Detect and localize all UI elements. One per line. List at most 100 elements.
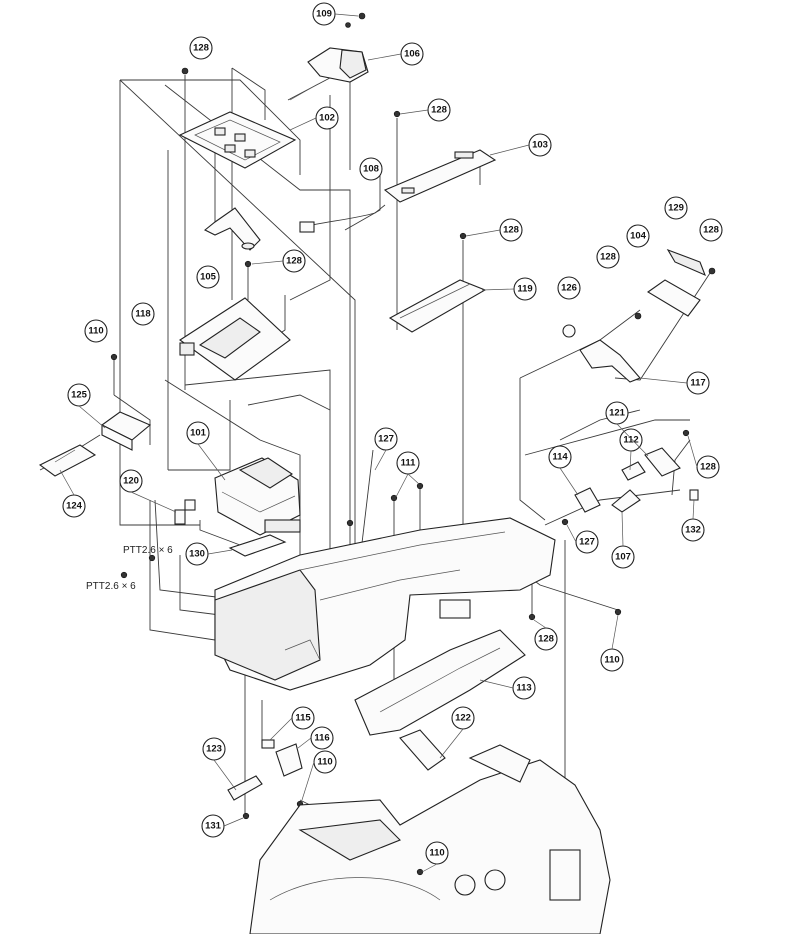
- callout-132: 132: [681, 518, 705, 542]
- part-104-assembly: [634, 248, 716, 320]
- callout-128-c: 128: [499, 218, 523, 242]
- camera-body: [249, 744, 611, 934]
- callout-113: 113: [512, 676, 536, 700]
- svg-text:113: 113: [516, 683, 531, 694]
- callout-128-d: 128: [699, 218, 723, 242]
- part-106-assembly: [289, 12, 369, 101]
- callout-108: 108: [359, 157, 383, 181]
- part-102-plate: [178, 67, 297, 169]
- svg-text:128: 128: [700, 462, 716, 473]
- callout-126: 126: [557, 276, 581, 300]
- svg-text:115: 115: [295, 713, 311, 724]
- svg-text:108: 108: [363, 164, 379, 175]
- svg-text:110: 110: [317, 757, 332, 768]
- callout-120: 120: [119, 469, 143, 493]
- screw-note-1: PTT2.6 × 6: [123, 545, 173, 556]
- callout-106: 106: [400, 42, 424, 66]
- svg-text:109: 109: [316, 9, 332, 20]
- svg-text:116: 116: [314, 733, 329, 744]
- callout-114: 114: [548, 445, 572, 469]
- svg-text:128: 128: [600, 252, 616, 263]
- svg-text:128: 128: [431, 105, 447, 116]
- part-117-bracket: [562, 324, 641, 383]
- svg-text:128: 128: [193, 43, 209, 54]
- callout-129: 129: [664, 196, 688, 220]
- svg-text:104: 104: [630, 231, 647, 242]
- callout-131: 131: [201, 814, 225, 838]
- svg-text:107: 107: [615, 552, 631, 563]
- part-103-board: [383, 110, 497, 203]
- svg-text:110: 110: [429, 848, 444, 859]
- part-115-116-parts: [261, 739, 304, 808]
- svg-text:125: 125: [71, 390, 88, 401]
- svg-text:118: 118: [135, 309, 150, 320]
- svg-text:105: 105: [200, 272, 217, 283]
- callout-128-e: 128: [282, 249, 306, 273]
- svg-text:129: 129: [668, 203, 684, 214]
- svg-text:126: 126: [561, 283, 577, 294]
- callout-119: 119: [513, 277, 537, 301]
- part-101-assembly: [214, 457, 301, 536]
- part-120-parts: [174, 499, 196, 525]
- callout-109: 109: [312, 2, 336, 26]
- callout-102: 102: [315, 106, 339, 130]
- callout-128-h: 128: [534, 627, 558, 651]
- callout-130: 130: [185, 542, 209, 566]
- leader-lines: [39, 67, 713, 870]
- part-124-plate: [38, 444, 97, 477]
- part-108-cable: [299, 204, 386, 233]
- svg-text:123: 123: [206, 744, 222, 755]
- callout-125: 125: [67, 383, 91, 407]
- callout-128-a: 128: [189, 36, 213, 60]
- callout-116: 116: [310, 726, 334, 750]
- svg-text:122: 122: [455, 713, 471, 724]
- callout-107: 107: [611, 545, 635, 569]
- svg-text:102: 102: [319, 113, 335, 124]
- svg-text:103: 103: [532, 140, 548, 151]
- screw-note-2: PTT2.6 × 6: [86, 581, 136, 592]
- svg-text:110: 110: [88, 326, 103, 337]
- callout-110-b: 110: [600, 648, 624, 672]
- svg-text:110: 110: [604, 655, 619, 666]
- part-119-plate: [388, 232, 487, 333]
- part-118-bracket: [179, 260, 291, 381]
- part-122-bracket: [399, 729, 446, 771]
- callout-121: 121: [605, 401, 629, 425]
- svg-text:120: 120: [123, 476, 139, 487]
- callout-105: 105: [196, 265, 220, 289]
- svg-text:117: 117: [690, 378, 705, 389]
- svg-text:111: 111: [401, 458, 417, 469]
- callout-110-a: 110: [84, 319, 108, 343]
- main-chassis-body: [214, 482, 622, 691]
- callout-124: 124: [62, 494, 86, 518]
- svg-text:130: 130: [189, 549, 205, 560]
- callout-115: 115: [291, 706, 315, 730]
- svg-text:124: 124: [66, 501, 83, 512]
- svg-text:112: 112: [623, 435, 638, 446]
- svg-text:119: 119: [517, 284, 532, 295]
- svg-text:132: 132: [685, 525, 701, 536]
- callout-103: 103: [528, 133, 552, 157]
- callout-127-b: 127: [575, 530, 599, 554]
- svg-text:114: 114: [552, 452, 568, 463]
- part-114-bracket: [574, 487, 601, 513]
- part-130-bracket: [120, 534, 287, 579]
- svg-text:106: 106: [404, 49, 420, 60]
- callout-128-b: 128: [427, 98, 451, 122]
- part-125-bracket: [100, 353, 152, 451]
- part-113-cover: [354, 629, 526, 736]
- svg-text:131: 131: [205, 821, 222, 832]
- svg-text:127: 127: [579, 537, 595, 548]
- svg-text:121: 121: [609, 408, 626, 419]
- callout-101: 101: [186, 421, 210, 445]
- callout-123: 123: [202, 737, 226, 761]
- callout-122: 122: [451, 706, 475, 730]
- callout-104: 104: [626, 224, 650, 248]
- svg-text:128: 128: [703, 225, 719, 236]
- callout-127-a: 127: [374, 427, 398, 451]
- svg-text:128: 128: [538, 634, 554, 645]
- callout-128-f: 128: [596, 245, 620, 269]
- svg-text:128: 128: [503, 225, 519, 236]
- part-105-flex: [203, 207, 261, 251]
